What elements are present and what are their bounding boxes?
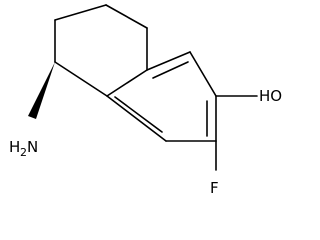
amine-nitrogen-label: N [27,138,38,156]
wedge-bond-c1-nh2 [28,62,55,119]
bond-c8a-c1 [54,61,108,97]
aromatic-inner-bond-1 [152,61,189,79]
bond-c4a-c8a [106,69,148,97]
bond-c2-c3 [54,4,107,21]
bond-c3-c4 [105,4,148,29]
bond-c4a-c5 [146,51,191,71]
chemical-structure: HO F H 2 N [9,4,282,197]
amine-hydrogen-count: 2 [20,146,27,159]
fluorine-label: F [210,179,219,197]
bond-layer [28,4,258,171]
aromatic-inner-bond-3 [114,96,163,133]
bond-c5-c6 [189,51,217,97]
bond-c8-c8a [106,95,167,142]
hydroxyl-label: HO [259,87,282,105]
amine-hydrogen-label: H [9,138,20,156]
